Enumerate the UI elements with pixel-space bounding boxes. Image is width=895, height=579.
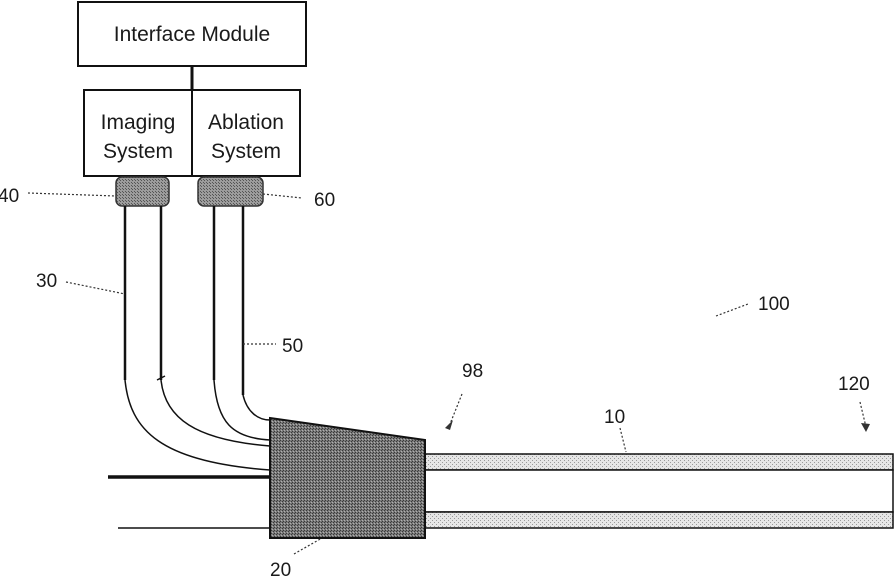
arrowhead-98	[445, 420, 453, 430]
ref-20: 20	[270, 560, 291, 579]
imaging-connector-40	[116, 177, 169, 206]
ref-60: 60	[314, 190, 335, 211]
ref-98: 98	[462, 361, 483, 382]
leader-100	[716, 304, 748, 316]
ref-40: 40	[0, 186, 19, 207]
ablation-system-box: Ablation System	[192, 90, 300, 176]
ablation-system-label-line2: System	[211, 140, 281, 163]
leader-10	[620, 428, 626, 452]
ref-30: 30	[36, 271, 57, 292]
imaging-system-box: Imaging System	[84, 90, 192, 176]
ablation-cable-50	[214, 206, 270, 440]
catheter-shaft-10	[425, 454, 893, 528]
leader-40	[28, 193, 116, 196]
imaging-system-label-line2: System	[103, 140, 173, 163]
imaging-system-label-line1: Imaging	[101, 111, 176, 134]
ablation-connector-60	[198, 177, 263, 206]
leader-60	[263, 194, 302, 198]
ref-120: 120	[838, 374, 870, 395]
leader-98	[450, 394, 462, 424]
leader-20	[294, 538, 322, 554]
catheter-hub-20	[270, 418, 425, 538]
ablation-system-label-line1: Ablation	[208, 111, 284, 134]
interface-module-label: Interface Module	[114, 23, 270, 46]
interface-module-box: Interface Module	[78, 2, 306, 66]
arrowhead-120	[861, 423, 870, 432]
leader-30	[66, 282, 125, 294]
ref-100: 100	[758, 294, 790, 315]
imaging-cable-30	[125, 206, 270, 470]
ref-10: 10	[604, 407, 625, 428]
ref-50: 50	[282, 336, 303, 357]
